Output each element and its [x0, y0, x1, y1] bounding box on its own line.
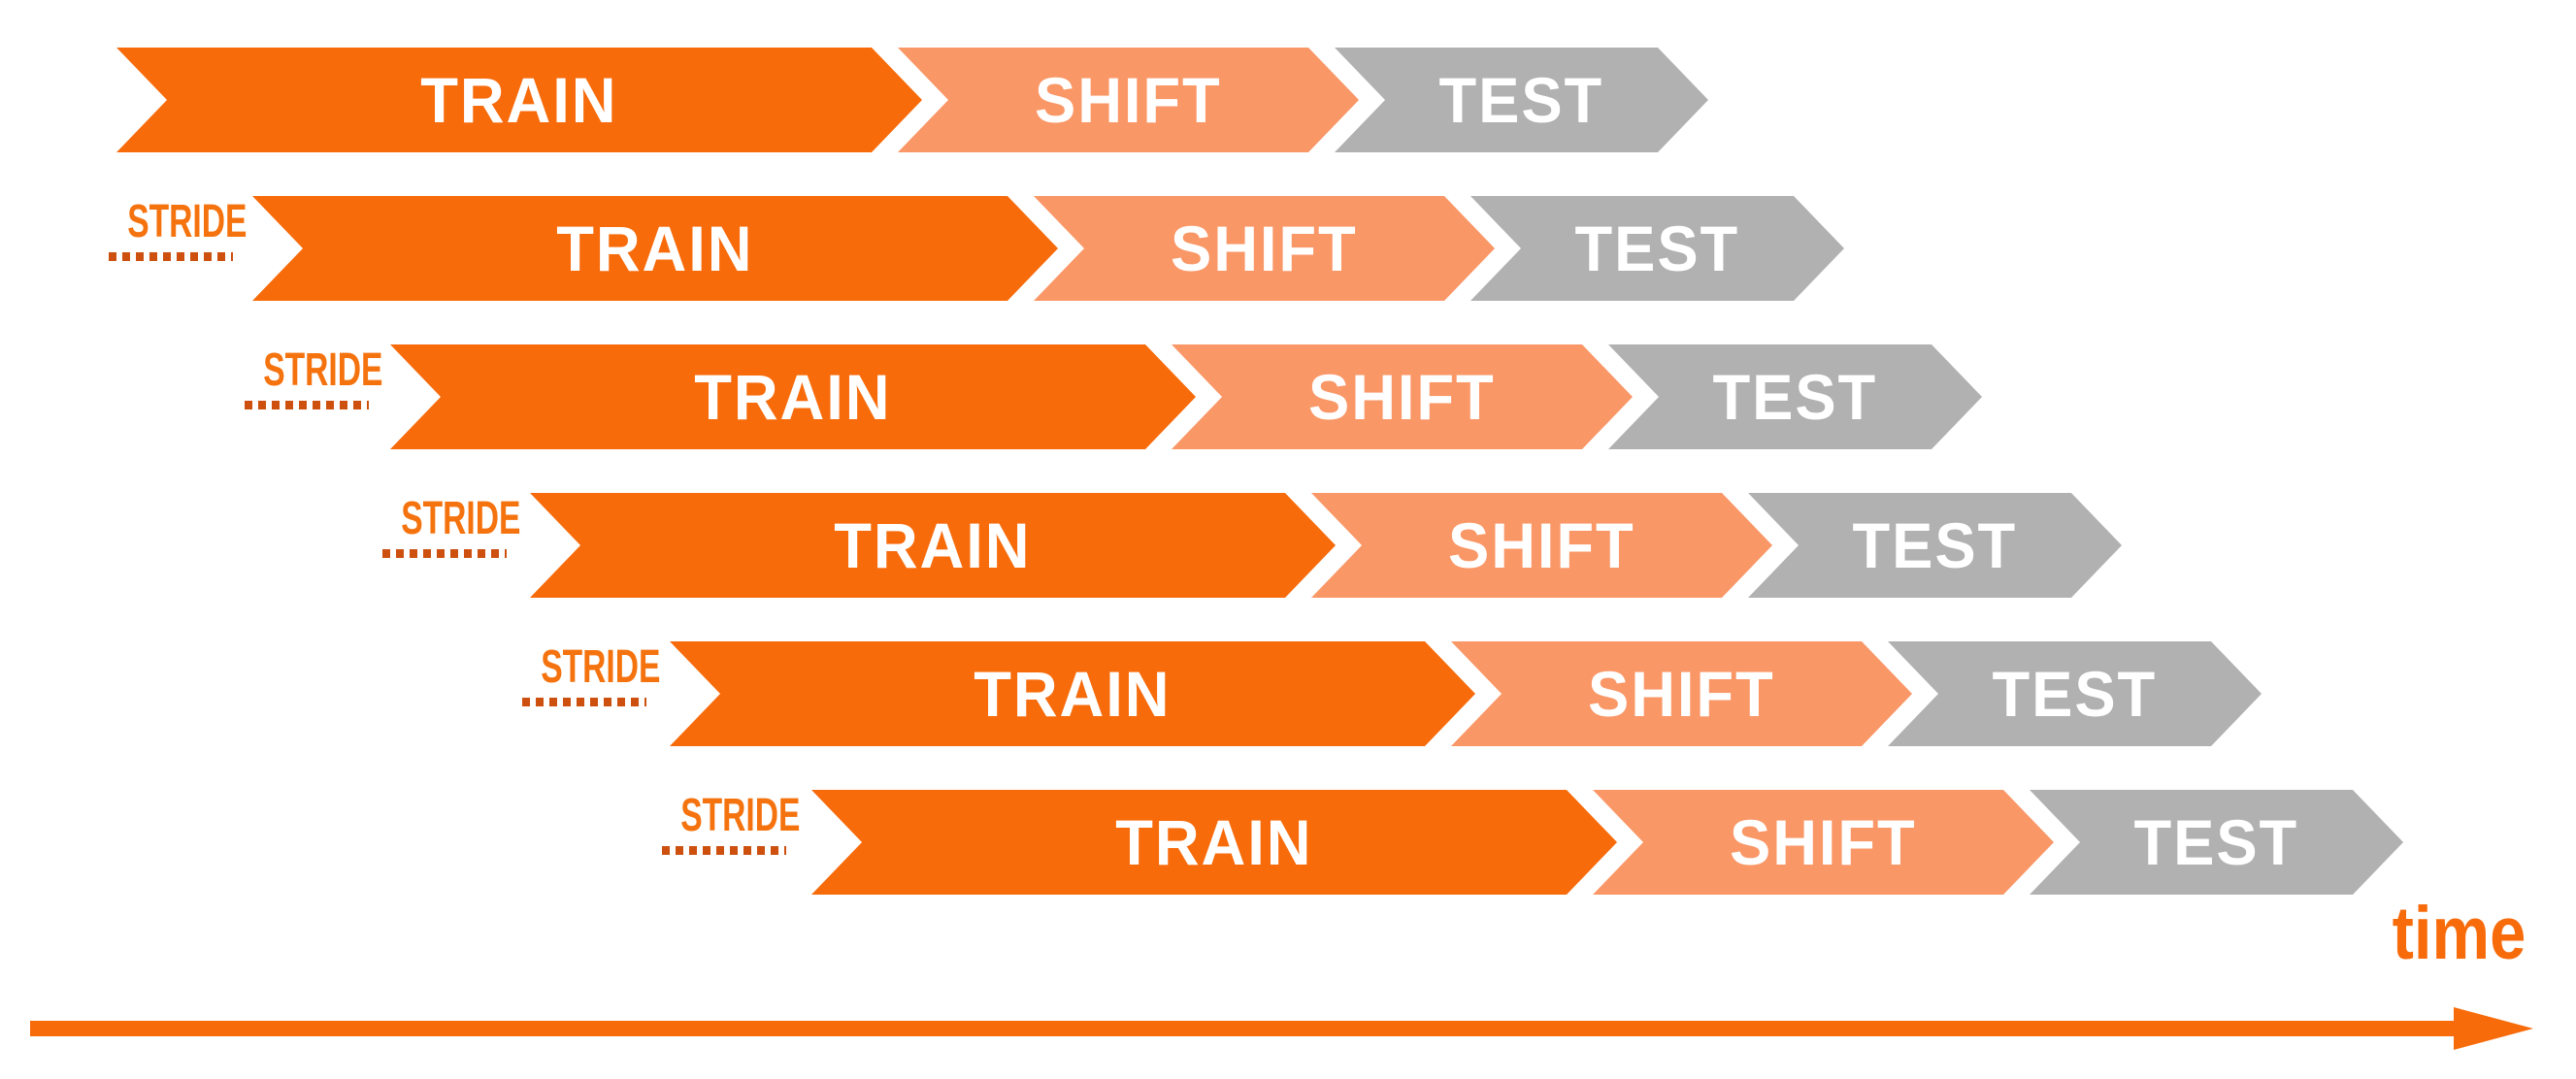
- stride-label: STRIDE: [680, 790, 801, 841]
- fold-row-1: TRAIN SHIFT TEST: [116, 48, 1708, 152]
- test-label: TEST: [1852, 509, 2018, 581]
- fold-row-5: TRAIN SHIFT TEST: [670, 641, 2262, 746]
- time-arrow-head-icon: [2454, 1007, 2533, 1050]
- shift-segment: SHIFT: [898, 48, 1359, 152]
- train-segment: TRAIN: [670, 641, 1475, 746]
- fold-row-2: TRAIN SHIFT TEST: [252, 196, 1844, 301]
- shift-label: SHIFT: [1588, 658, 1775, 730]
- train-segment: TRAIN: [811, 790, 1617, 895]
- stride-dotted-line: [245, 401, 369, 409]
- shift-segment: SHIFT: [1311, 493, 1772, 598]
- test-label: TEST: [1992, 658, 2158, 730]
- shift-label: SHIFT: [1730, 806, 1917, 878]
- test-segment: TEST: [1888, 641, 2262, 746]
- stride-label: STRIDE: [263, 344, 383, 396]
- stride-annotation-4: STRIDE: [522, 641, 661, 706]
- stride-annotation-3: STRIDE: [382, 493, 521, 558]
- fold-row-4: TRAIN SHIFT TEST: [530, 493, 2122, 598]
- fold-row-3: TRAIN SHIFT TEST: [390, 344, 1982, 449]
- shift-label: SHIFT: [1308, 361, 1496, 433]
- shift-label: SHIFT: [1448, 509, 1635, 581]
- stride-dotted-line: [109, 252, 233, 261]
- stride-label: STRIDE: [127, 196, 248, 247]
- stride-annotation-2: STRIDE: [245, 344, 383, 409]
- shift-label: SHIFT: [1035, 64, 1222, 136]
- time-arrow-shaft: [30, 1021, 2460, 1036]
- stride-dotted-line: [522, 698, 646, 706]
- test-segment: TEST: [1335, 48, 1708, 152]
- test-label: TEST: [1712, 361, 1878, 433]
- stride-dotted-line: [382, 549, 507, 558]
- test-label: TEST: [1574, 213, 1740, 284]
- train-label: TRAIN: [556, 213, 754, 284]
- train-segment: TRAIN: [252, 196, 1058, 301]
- test-segment: TEST: [2030, 790, 2403, 895]
- shift-segment: SHIFT: [1034, 196, 1495, 301]
- shift-segment: SHIFT: [1593, 790, 2054, 895]
- test-segment: TEST: [1748, 493, 2122, 598]
- train-segment: TRAIN: [390, 344, 1196, 449]
- train-segment: TRAIN: [116, 48, 922, 152]
- train-label: TRAIN: [974, 658, 1172, 730]
- stride-label: STRIDE: [401, 493, 521, 544]
- time-axis-label: time: [2392, 892, 2526, 975]
- stride-annotation-1: STRIDE: [109, 196, 248, 261]
- stride-dotted-line: [662, 846, 786, 855]
- test-label: TEST: [2133, 806, 2299, 878]
- test-segment: TEST: [1470, 196, 1844, 301]
- fold-row-6: TRAIN SHIFT TEST: [811, 790, 2403, 895]
- stride-annotation-5: STRIDE: [662, 790, 801, 855]
- test-segment: TEST: [1608, 344, 1982, 449]
- test-label: TEST: [1438, 64, 1604, 136]
- train-label: TRAIN: [1115, 806, 1313, 878]
- stride-label: STRIDE: [541, 641, 661, 693]
- shift-segment: SHIFT: [1172, 344, 1633, 449]
- shift-segment: SHIFT: [1451, 641, 1912, 746]
- shift-label: SHIFT: [1171, 213, 1358, 284]
- train-label: TRAIN: [694, 361, 892, 433]
- train-label: TRAIN: [420, 64, 618, 136]
- train-segment: TRAIN: [530, 493, 1336, 598]
- train-label: TRAIN: [834, 509, 1032, 581]
